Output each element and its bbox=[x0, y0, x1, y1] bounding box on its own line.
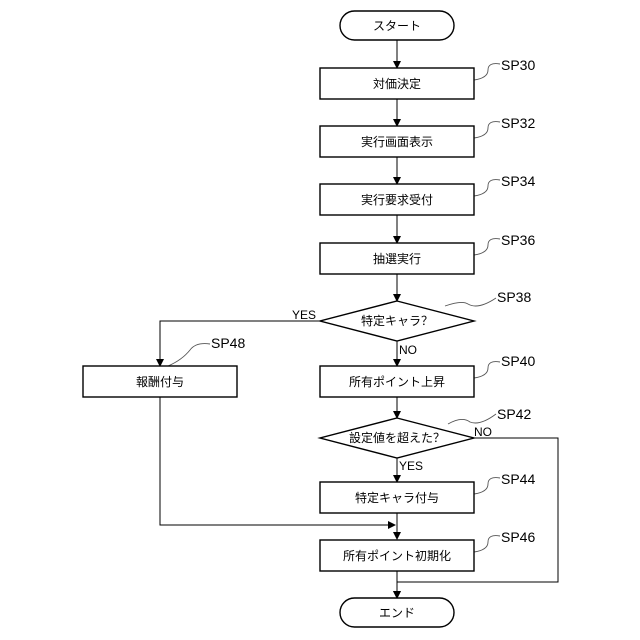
node-decision-specific-char: 特定キャラ？ bbox=[320, 301, 474, 341]
leader-sp44 bbox=[474, 478, 500, 494]
decision-exceed-label: 設定値を超えた？ bbox=[349, 430, 445, 445]
edge-label-no-1: NO bbox=[399, 343, 417, 357]
leader-sp36 bbox=[474, 239, 500, 255]
node-exec-request: 実行要求受付 bbox=[320, 184, 474, 215]
step-label-sp36: SP36 bbox=[501, 232, 535, 248]
lottery-label: 抽選実行 bbox=[373, 251, 421, 266]
leader-sp46 bbox=[474, 536, 500, 552]
leader-sp48 bbox=[168, 344, 210, 366]
leader-sp38 bbox=[445, 298, 496, 306]
step-label-sp34: SP34 bbox=[501, 173, 535, 189]
node-price: 対価決定 bbox=[320, 68, 474, 99]
price-label: 対価決定 bbox=[373, 76, 421, 91]
exec-screen-label: 実行画面表示 bbox=[361, 134, 433, 149]
leader-sp42 bbox=[448, 414, 496, 424]
step-label-sp48: SP48 bbox=[211, 335, 245, 351]
step-label-sp46: SP46 bbox=[501, 529, 535, 545]
start-label: スタート bbox=[373, 19, 421, 33]
leader-sp40 bbox=[474, 362, 500, 378]
node-points-init: 所有ポイント初期化 bbox=[320, 540, 474, 571]
node-exec-screen: 実行画面表示 bbox=[320, 126, 474, 157]
step-label-sp38: SP38 bbox=[497, 289, 531, 305]
node-grant-char: 特定キャラ付与 bbox=[320, 482, 474, 513]
edge-label-yes-2: YES bbox=[399, 459, 423, 473]
node-end: エンド bbox=[340, 598, 454, 627]
end-label: エンド bbox=[379, 606, 415, 620]
node-start: スタート bbox=[340, 11, 454, 40]
edge-label-yes-1: YES bbox=[292, 308, 316, 322]
step-label-sp42: SP42 bbox=[497, 406, 531, 422]
node-reward: 報酬付与 bbox=[83, 366, 237, 397]
edge-label-no-2: NO bbox=[474, 425, 492, 439]
leader-sp32 bbox=[474, 122, 500, 138]
step-label-sp40: SP40 bbox=[501, 353, 535, 369]
leader-sp34 bbox=[474, 180, 500, 196]
decision-specific-char-label: 特定キャラ？ bbox=[361, 313, 433, 328]
reward-label: 報酬付与 bbox=[136, 375, 184, 389]
grant-char-label: 特定キャラ付与 bbox=[355, 490, 439, 505]
step-label-sp32: SP32 bbox=[501, 115, 535, 131]
node-decision-exceed: 設定値を超えた？ bbox=[320, 418, 474, 458]
node-points-up: 所有ポイント上昇 bbox=[320, 366, 474, 397]
leader-sp30 bbox=[474, 64, 500, 80]
node-lottery: 抽選実行 bbox=[320, 243, 474, 274]
points-init-label: 所有ポイント初期化 bbox=[343, 549, 451, 563]
exec-request-label: 実行要求受付 bbox=[361, 192, 433, 207]
points-up-label: 所有ポイント上昇 bbox=[349, 375, 445, 389]
step-label-sp44: SP44 bbox=[501, 471, 535, 487]
step-label-sp30: SP30 bbox=[501, 57, 535, 73]
